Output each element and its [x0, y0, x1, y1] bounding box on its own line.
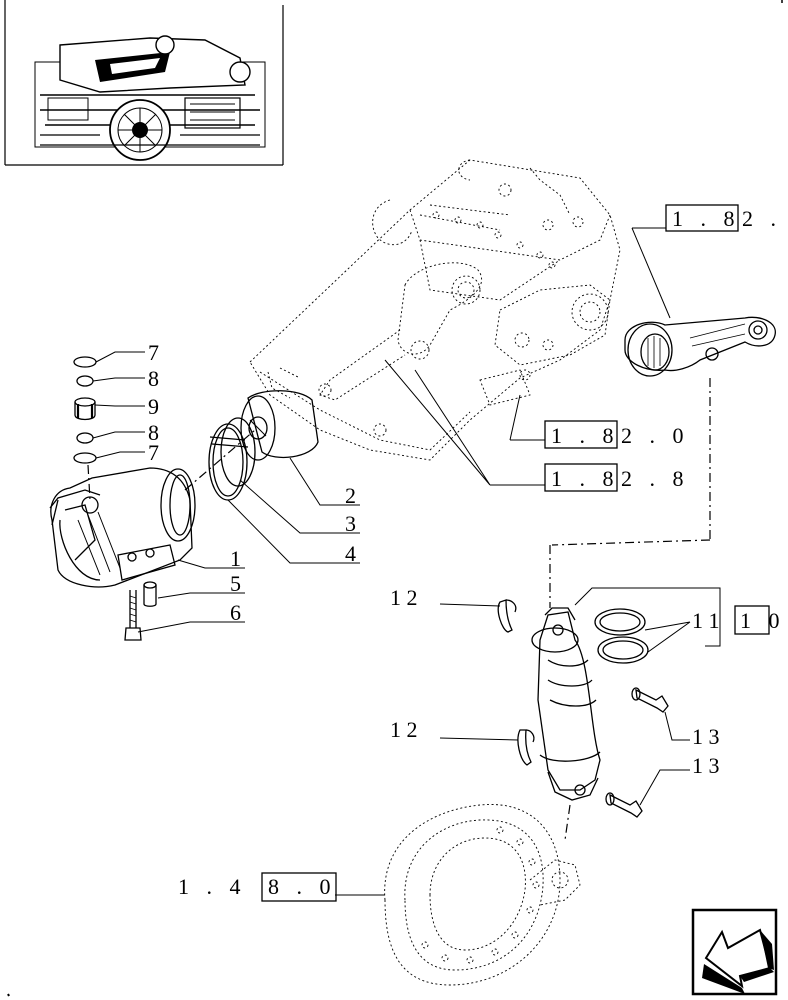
callout-5: 5 — [230, 571, 241, 596]
pin-part-13-lower — [605, 792, 643, 818]
callout-7: 7 — [148, 340, 159, 365]
reference-1-48-0: 1 . 4 8 . 0 — [178, 872, 337, 902]
reference-boxed: 1 0 — [740, 608, 786, 633]
callout-13: 1 3 — [692, 724, 720, 749]
tractor-rear-axle-thumbnail — [34, 35, 266, 161]
callout-9: 9 — [148, 394, 159, 419]
previous-page-arrow-icon[interactable] — [691, 908, 778, 996]
reference-1-82-0: 1 . 8 2 . 0 — [544, 420, 690, 449]
callout-11: 1 1 — [692, 608, 720, 633]
thumbnail-frame — [4, 0, 284, 166]
assembly-axis — [184, 429, 256, 491]
reference-suffix: 2 . 0 — [621, 423, 690, 448]
o-rings-part-11 — [594, 608, 649, 664]
callout-12: 1 2 — [390, 717, 418, 742]
callout-6: 6 — [230, 600, 241, 625]
callout-3: 3 — [345, 511, 356, 536]
callout-4: 4 — [345, 541, 356, 566]
callout-12: 1 2 — [390, 585, 418, 610]
piston-part-2 — [240, 390, 319, 461]
lift-cylinder-body — [49, 467, 196, 588]
reference-prefix: 1 . 4 — [178, 874, 247, 899]
spring-clip-upper — [497, 599, 517, 633]
callout-8: 8 — [148, 420, 159, 445]
reference-1-82-8: 1 . 8 2 . 8 — [544, 463, 690, 492]
rear-axle-housing-outline — [249, 159, 621, 461]
pin-part-13-upper — [631, 687, 669, 713]
reference-1-82: 1 . 8 2 . — [665, 204, 782, 232]
reference-boxed: 1 . 8 — [672, 206, 741, 231]
leader-lines — [92, 227, 721, 896]
final-drive-hub — [384, 804, 581, 986]
reference-boxed: 8 . 0 — [268, 874, 337, 899]
lift-arm-right — [624, 316, 776, 377]
spring-clip-lower — [517, 729, 535, 766]
callout-13: 1 3 — [692, 753, 720, 778]
reference-suffix: 2 . 8 — [621, 466, 690, 491]
reference-boxed: 1 . 8 — [551, 423, 620, 448]
callout-8: 8 — [148, 366, 159, 391]
callout-7: 7 — [148, 440, 159, 465]
reference-boxed: 1 . 8 — [551, 466, 620, 491]
reference-suffix: 2 . — [742, 206, 782, 231]
leveling-cylinder — [531, 378, 711, 841]
callout-1: 1 — [230, 546, 241, 571]
pin-part-5 — [143, 581, 157, 607]
callout-2: 2 — [345, 483, 356, 508]
reference-11-0: 1 0 — [734, 605, 786, 635]
part-callouts: 7 8 9 8 7 2 3 4 1 5 6 1 2 1 2 1 1 1 3 1 … — [148, 340, 720, 778]
bolt-part-6 — [124, 590, 142, 641]
valve-stack — [73, 356, 97, 501]
